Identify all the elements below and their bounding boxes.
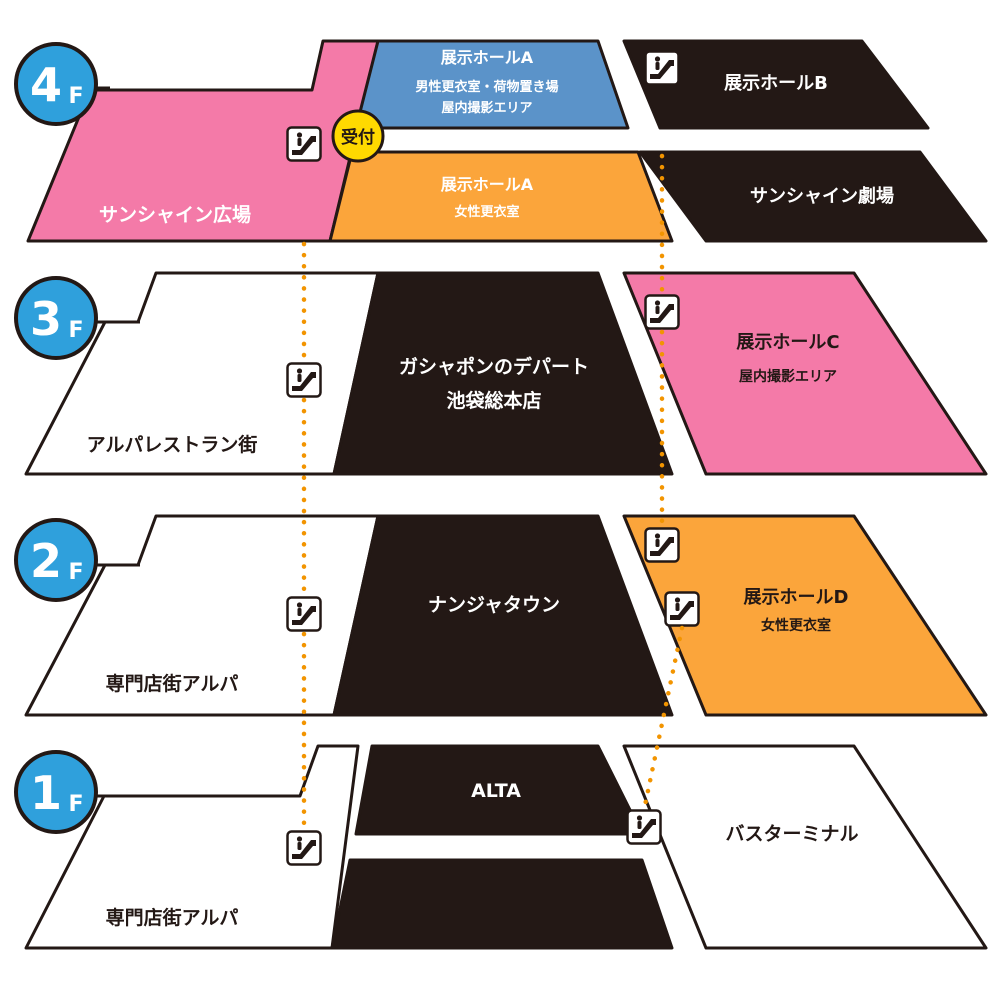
alpa-restaurant-label: アルパレストラン街 <box>87 433 258 456</box>
bus-terminal-area[interactable] <box>622 744 988 950</box>
escalator-icon[interactable] <box>286 126 322 162</box>
hall-a-lower-title: 展示ホールA <box>441 175 534 194</box>
floor-badge-4f-number: 4 <box>30 58 62 112</box>
sunshine-theater-label: サンシャイン劇場 <box>750 186 894 207</box>
escalator-route <box>301 153 685 833</box>
floor-1f: 専門店街アルパ ALTA バスターミナル <box>24 744 988 950</box>
alpa-shops-1f-label: 専門店街アルパ <box>106 906 239 929</box>
hall-c-area[interactable] <box>622 271 988 476</box>
namja-town-area[interactable] <box>332 514 674 717</box>
reception-badge[interactable]: 受付 <box>331 109 385 163</box>
alpa-shops-2f-label: 専門店街アルパ <box>106 672 239 695</box>
gachapon-area[interactable] <box>332 271 674 476</box>
hall-a-upper-title: 展示ホールA <box>441 48 534 67</box>
hall-a-upper-sub1: 男性更衣室・荷物置き場 <box>415 79 558 95</box>
floor-badge-1f-number: 1 <box>30 766 62 820</box>
floor-badge-4f-f: F <box>68 84 83 109</box>
hall-a-upper-sub2: 屋内撮影エリア <box>441 100 532 116</box>
hall-a-lower-sub: 女性更衣室 <box>454 204 519 220</box>
hall-b-label: 展示ホールB <box>724 73 828 94</box>
floor-badge-1f-f: F <box>68 792 83 817</box>
hall-d-sub: 女性更衣室 <box>761 617 831 634</box>
floor-badge-2f-number: 2 <box>30 534 62 588</box>
escalator-icon[interactable] <box>644 294 680 330</box>
escalator-icon[interactable] <box>286 596 322 632</box>
hall-d-title: 展示ホールD <box>744 587 849 608</box>
gachapon-label-line1: ガシャポンのデパート <box>399 355 589 378</box>
hall-a-lower-area[interactable] <box>328 150 674 243</box>
escalator-icon[interactable] <box>286 830 322 866</box>
hall-a-upper-area[interactable] <box>354 39 630 130</box>
hall-b-area[interactable] <box>622 39 930 130</box>
floor-badge-3f-f: F <box>68 318 83 343</box>
namja-town-label: ナンジャタウン <box>428 594 560 616</box>
floor-3f: アルパレストラン街 ガシャポンのデパート 池袋総本店 展示ホールC 屋内撮影エリ… <box>24 271 988 476</box>
alta-label: ALTA <box>471 780 521 802</box>
reception-label: 受付 <box>341 127 375 148</box>
floor-4f: サンシャイン広場 展示ホールA 男性更衣室・荷物置き場 屋内撮影エリア 展示ホー… <box>26 39 988 243</box>
floor-badge-2f-f: F <box>68 560 83 585</box>
hall-c-title: 展示ホールC <box>736 332 839 353</box>
floor-badge-3f[interactable]: 3 F <box>14 276 140 360</box>
escalator-icon[interactable] <box>664 591 700 627</box>
floor-badge-3f-number: 3 <box>30 292 62 346</box>
bus-terminal-label: バスターミナル <box>725 823 858 845</box>
route-right-2f-1f <box>641 625 685 813</box>
hall-c-sub: 屋内撮影エリア <box>739 368 837 385</box>
sunshine-theater-area[interactable] <box>638 150 988 243</box>
escalator-icon[interactable] <box>644 50 680 86</box>
gachapon-label-line2: 池袋総本店 <box>446 389 541 412</box>
escalator-icon[interactable] <box>644 527 680 563</box>
escalator-icon[interactable] <box>286 362 322 398</box>
sunshine-plaza-label: サンシャイン広場 <box>99 203 251 226</box>
escalator-icon[interactable] <box>626 809 662 845</box>
alpa-shops-1f-lower-area[interactable] <box>330 858 674 950</box>
floor-badge-2f[interactable]: 2 F <box>14 518 140 602</box>
floor-2f: 専門店街アルパ ナンジャタウン 展示ホールD 女性更衣室 <box>24 514 988 717</box>
floor-badge-4f[interactable]: 4 F <box>14 42 110 126</box>
floor-badge-1f[interactable]: 1 F <box>14 750 108 834</box>
